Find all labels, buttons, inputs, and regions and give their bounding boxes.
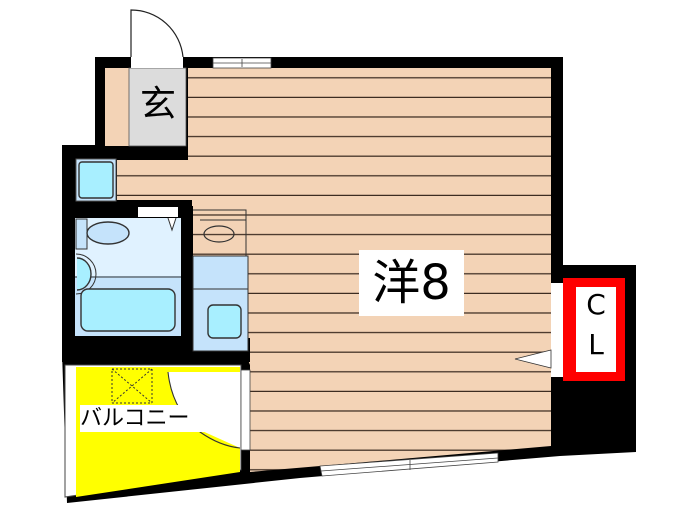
- entrance-hall-floor: [105, 68, 130, 146]
- entrance-floor: [128, 67, 187, 147]
- top-window: [212, 57, 272, 69]
- closet: [514, 278, 625, 381]
- entrance-door: [130, 9, 184, 68]
- toilet-tank: [75, 218, 88, 250]
- main-room-label: 洋8: [359, 250, 464, 316]
- closet-label-c: C: [586, 288, 606, 321]
- entrance-label: 玄: [139, 84, 176, 125]
- toilet: [86, 221, 130, 245]
- escape-hatch: [111, 368, 153, 404]
- unit-bath: [75, 207, 181, 336]
- kitchen: [192, 209, 249, 352]
- bottom-window: [319, 452, 499, 477]
- main-room-floor: [117, 68, 551, 472]
- closet-label-l: L: [588, 328, 604, 361]
- balcony-label: バルコニー: [80, 405, 206, 432]
- washbasin: [76, 257, 92, 291]
- kitchen-stove: [203, 225, 235, 243]
- kitchen-counter: [192, 255, 249, 290]
- bathtub: [80, 288, 176, 332]
